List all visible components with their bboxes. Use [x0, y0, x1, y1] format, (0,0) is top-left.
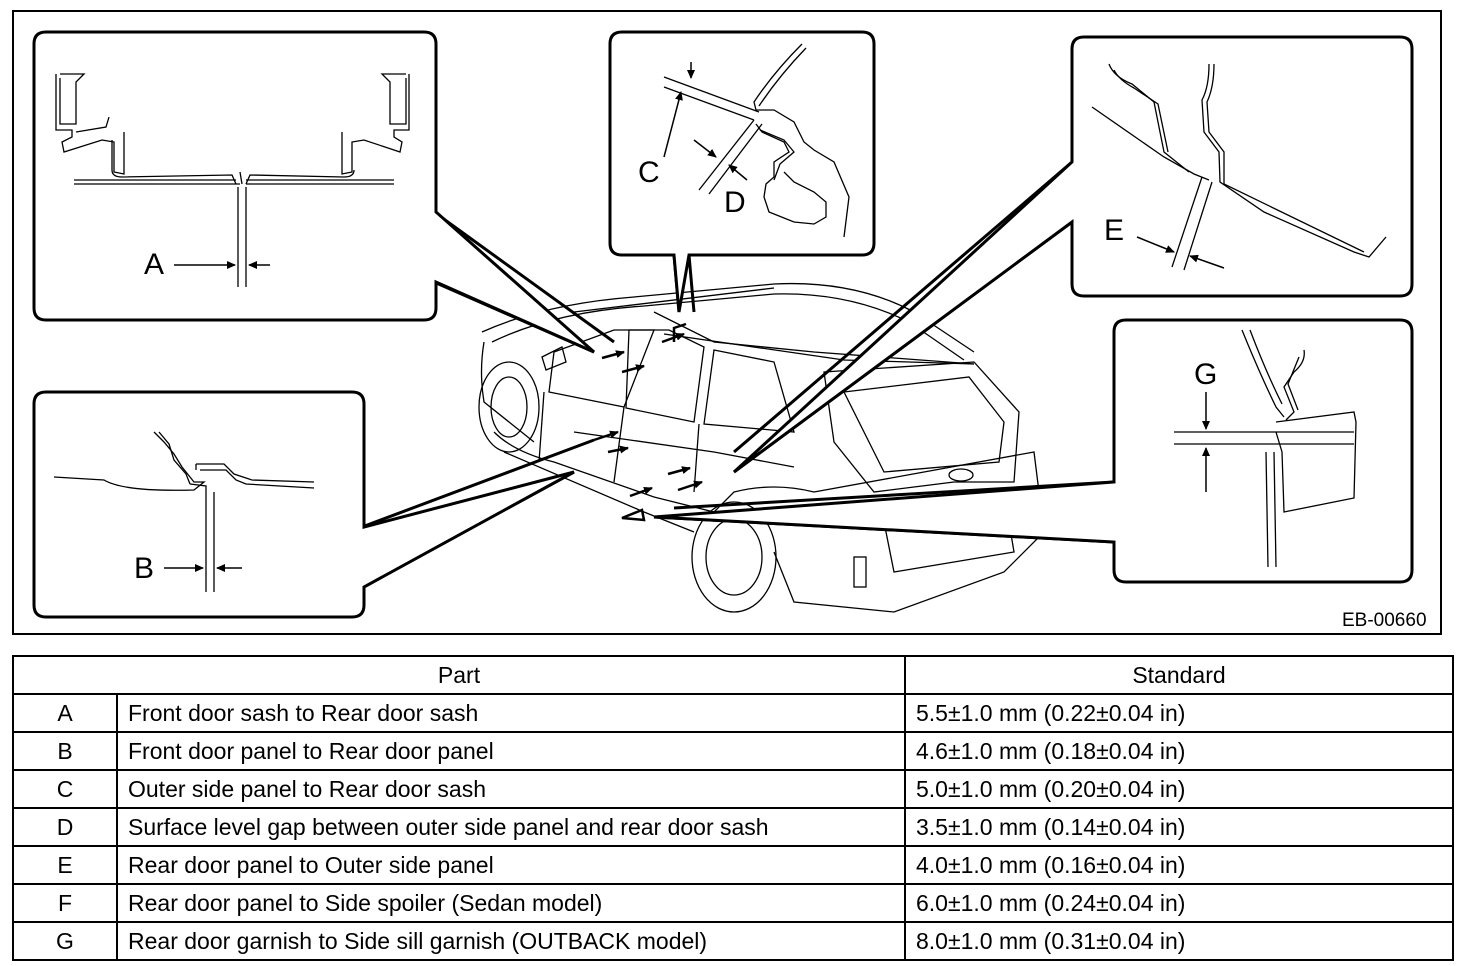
row-letter: F [12, 883, 118, 923]
detail-panel-g: G [653, 318, 1414, 584]
row-letter: B [12, 731, 118, 771]
callout-b: B [134, 552, 154, 585]
row-standard: 6.0±1.0 mm (0.24±0.04 in) [904, 883, 1454, 923]
row-part: Rear door panel to Side spoiler (Sedan m… [116, 883, 906, 923]
row-letter: G [12, 921, 118, 961]
header-standard: Standard [904, 655, 1454, 695]
table-row: E Rear door panel to Outer side panel 4.… [12, 845, 1454, 885]
row-standard: 5.5±1.0 mm (0.22±0.04 in) [904, 693, 1454, 733]
detail-panel-b: B [32, 390, 575, 619]
header-part: Part [12, 655, 906, 695]
diagram-svg: A B [32, 30, 1427, 631]
detail-panel-cd: C D [608, 30, 876, 313]
callout-c: C [638, 156, 660, 189]
row-part: Surface level gap between outer side pan… [116, 807, 906, 847]
row-standard: 8.0±1.0 mm (0.31±0.04 in) [904, 921, 1454, 961]
figure-id-label: EB-00660 [1342, 610, 1427, 631]
diagram-figure: A B [12, 10, 1442, 635]
row-part: Outer side panel to Rear door sash [116, 769, 906, 809]
callout-e: E [1104, 214, 1124, 247]
row-part: Front door sash to Rear door sash [116, 693, 906, 733]
row-part: Rear door garnish to Side sill garnish (… [116, 921, 906, 961]
table-row: C Outer side panel to Rear door sash 5.0… [12, 769, 1454, 809]
row-letter: A [12, 693, 118, 733]
table-row: G Rear door garnish to Side sill garnish… [12, 921, 1454, 961]
row-standard: 3.5±1.0 mm (0.14±0.04 in) [904, 807, 1454, 847]
row-standard: 4.0±1.0 mm (0.16±0.04 in) [904, 845, 1454, 885]
row-part: Rear door panel to Outer side panel [116, 845, 906, 885]
row-standard: 5.0±1.0 mm (0.20±0.04 in) [904, 769, 1454, 809]
detail-panel-a: A [32, 30, 595, 354]
row-letter: D [12, 807, 118, 847]
callout-g: G [1194, 358, 1217, 391]
table-row: B Front door panel to Rear door panel 4.… [12, 731, 1454, 771]
detail-panel-e: E [732, 35, 1414, 474]
callout-d: D [724, 186, 746, 219]
row-letter: E [12, 845, 118, 885]
row-standard: 4.6±1.0 mm (0.18±0.04 in) [904, 731, 1454, 771]
table-header-row: Part Standard [12, 655, 1454, 695]
table-row: D Surface level gap between outer side p… [12, 807, 1454, 847]
table-row: F Rear door panel to Side spoiler (Sedan… [12, 883, 1454, 923]
row-part: Front door panel to Rear door panel [116, 731, 906, 771]
table-row: A Front door sash to Rear door sash 5.5±… [12, 693, 1454, 733]
row-letter: C [12, 769, 118, 809]
callout-a: A [144, 248, 164, 281]
specification-table: Part Standard A Front door sash to Rear … [12, 655, 1454, 961]
vehicle-gap-arrows [593, 322, 703, 522]
